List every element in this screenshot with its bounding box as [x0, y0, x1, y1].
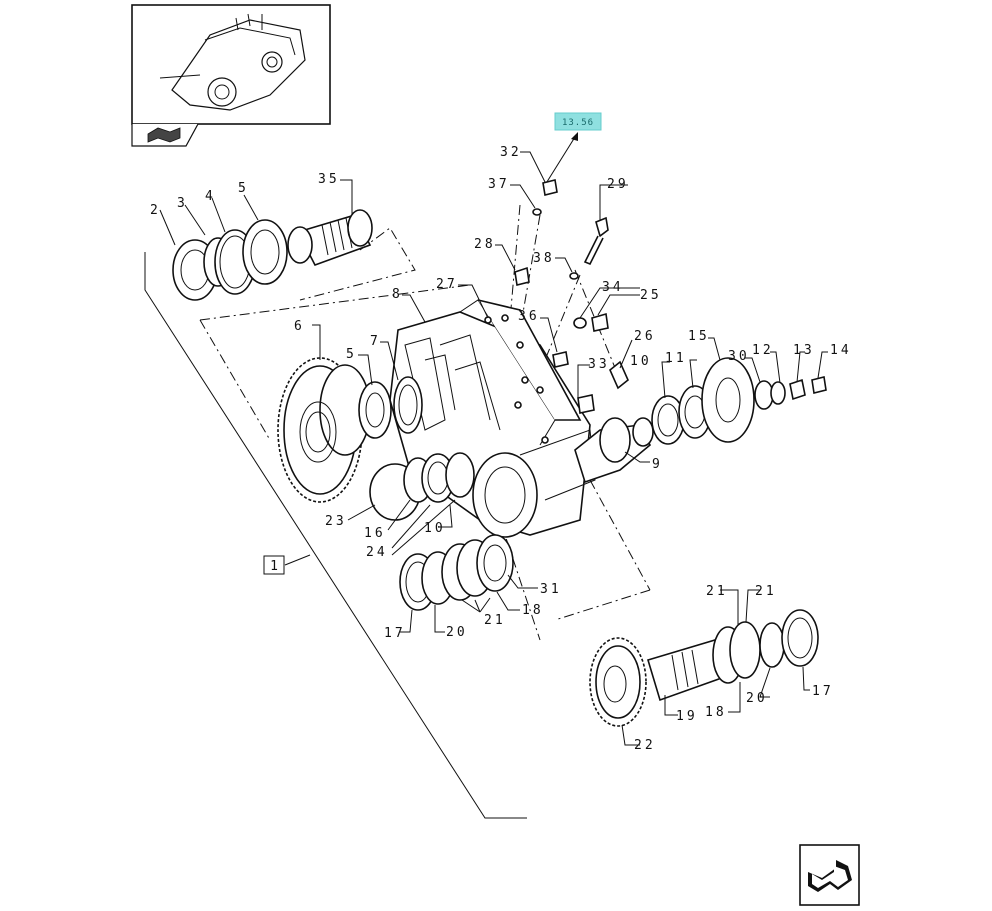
callout-4[interactable]: 4	[205, 189, 216, 204]
callout-18-right[interactable]: 18	[705, 705, 727, 720]
plug-28[interactable]	[514, 266, 530, 286]
overview-thumbnail[interactable]	[131, 4, 331, 147]
callout-11[interactable]: 11	[665, 351, 687, 366]
callout-29[interactable]: 29	[607, 177, 629, 192]
nut-13[interactable]	[789, 378, 806, 401]
svg-text:1: 1	[270, 559, 278, 574]
callout-38[interactable]: 38	[533, 251, 555, 266]
washer-37[interactable]	[532, 208, 542, 216]
callout-23[interactable]: 23	[325, 514, 347, 529]
callout-27[interactable]: 27	[436, 277, 458, 292]
callout-21-left[interactable]: 21	[484, 613, 506, 628]
callout-7[interactable]: 7	[370, 334, 381, 349]
callout-12[interactable]: 12	[752, 343, 774, 358]
plug-25[interactable]	[591, 312, 609, 332]
group-label-1[interactable]: 1	[263, 555, 285, 575]
callout-28[interactable]: 28	[474, 237, 496, 252]
callout-15[interactable]: 15	[688, 329, 710, 344]
callout-22[interactable]: 22	[634, 738, 656, 753]
gear-22[interactable]	[589, 637, 647, 727]
callout-17-right[interactable]: 17	[812, 684, 834, 699]
gear-6[interactable]	[277, 357, 371, 503]
callout-35[interactable]: 35	[318, 172, 340, 187]
callout-9[interactable]: 9	[652, 457, 663, 472]
callout-20-right[interactable]: 20	[746, 691, 768, 706]
bearing-18-right[interactable]	[712, 621, 761, 684]
label-plate-26[interactable]	[609, 360, 629, 390]
callout-26[interactable]: 26	[634, 329, 656, 344]
ring-30[interactable]	[754, 380, 774, 410]
seal-17-right[interactable]	[781, 609, 819, 667]
book-arrow-icon	[131, 123, 199, 147]
flange-15[interactable]	[701, 357, 755, 443]
callout-10-left[interactable]: 10	[424, 521, 446, 536]
callout-8[interactable]: 8	[392, 287, 403, 302]
callout-33[interactable]: 33	[588, 357, 610, 372]
ring-24[interactable]	[445, 452, 475, 498]
bearing-18-left[interactable]	[476, 534, 514, 592]
plug-33[interactable]	[577, 394, 595, 414]
bearing-5-top[interactable]	[242, 219, 288, 285]
plug-36[interactable]	[552, 351, 569, 368]
callout-10-right[interactable]: 10	[630, 354, 652, 369]
callouts: 2 3 4 5 35 32 37 29 28 38 27 8 34 25 36 …	[150, 145, 852, 753]
reference-tag-13-56[interactable]: 13.56	[554, 112, 602, 131]
callout-19[interactable]: 19	[676, 709, 698, 724]
callout-34[interactable]: 34	[602, 280, 624, 295]
callout-5-top[interactable]: 5	[238, 181, 249, 196]
callout-14[interactable]: 14	[830, 343, 852, 358]
callout-32[interactable]: 32	[500, 145, 522, 160]
leader-lines	[159, 151, 828, 746]
callout-3[interactable]: 3	[177, 196, 188, 211]
reference-tag-label: 13.56	[562, 118, 594, 128]
callout-24[interactable]: 24	[366, 545, 388, 560]
callout-17-left[interactable]: 17	[384, 626, 406, 641]
ring-7[interactable]	[393, 376, 423, 434]
callout-21-right-b[interactable]: 21	[755, 584, 777, 599]
sleeve-35[interactable]	[287, 209, 373, 266]
callout-6[interactable]: 6	[294, 319, 305, 334]
breather-32[interactable]	[542, 179, 558, 196]
ring-20-right[interactable]	[759, 622, 785, 668]
callout-21-right-a[interactable]: 21	[706, 584, 728, 599]
bolt-14[interactable]	[811, 376, 827, 394]
pinion-9[interactable]	[574, 417, 654, 484]
bearing-5-mid[interactable]	[358, 381, 392, 439]
group-bracket	[144, 252, 527, 819]
assembly-outline	[199, 204, 651, 641]
callout-18-left[interactable]: 18	[522, 603, 544, 618]
callout-5-mid[interactable]: 5	[346, 347, 357, 362]
reference-arrow	[544, 132, 578, 186]
callout-37[interactable]: 37	[488, 177, 510, 192]
callout-20-left[interactable]: 20	[446, 625, 468, 640]
oring-34[interactable]	[573, 317, 587, 329]
callout-16[interactable]: 16	[364, 526, 386, 541]
callout-30[interactable]: 30	[728, 349, 750, 364]
callout-13[interactable]: 13	[793, 343, 815, 358]
next-page-arrow-icon[interactable]	[799, 844, 860, 906]
callout-2[interactable]: 2	[150, 203, 161, 218]
dipstick-29[interactable]	[583, 216, 609, 266]
gearbox-thumbnail-icon	[159, 13, 306, 111]
callout-25[interactable]: 25	[640, 288, 662, 303]
callout-31[interactable]: 31	[540, 582, 562, 597]
washer-38[interactable]	[569, 272, 579, 280]
washer-12[interactable]	[770, 381, 786, 405]
callout-36[interactable]: 36	[518, 309, 540, 324]
